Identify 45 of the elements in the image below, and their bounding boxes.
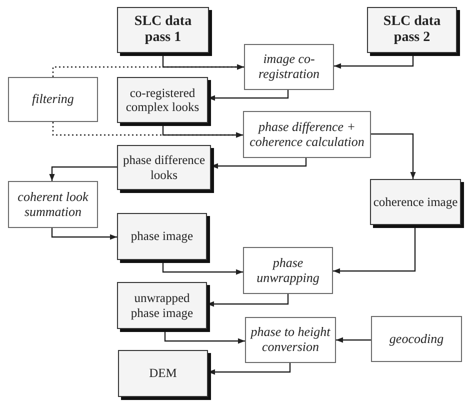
arrow (208, 90, 289, 101)
arrow (334, 53, 414, 69)
box-label: coherent look summation (16, 190, 90, 220)
data-box (117, 282, 207, 329)
dotted-arrow (52, 122, 243, 138)
arrow (51, 228, 117, 240)
box-label: SLC data pass 2 (382, 14, 442, 46)
arrow (162, 260, 243, 275)
arrow (207, 294, 289, 307)
data-box (117, 77, 208, 123)
data-box (117, 7, 209, 53)
arrow (333, 225, 416, 274)
process-box (244, 44, 334, 90)
box-label: coherence image (373, 194, 458, 210)
box-label: image co-registration (258, 52, 320, 82)
box-label: geocoding (389, 332, 444, 346)
data-box (370, 179, 461, 225)
data-box (117, 145, 211, 190)
box-label: phase to height conversion (249, 325, 332, 355)
data-box (118, 350, 208, 397)
box-label: co-registered complex looks (124, 86, 200, 114)
arrow (162, 123, 243, 138)
data-box (117, 213, 207, 260)
process-box (243, 247, 333, 294)
process-box (371, 316, 462, 362)
process-box (8, 181, 98, 228)
arrow (211, 158, 307, 169)
arrow (336, 337, 371, 343)
box-label: phase difference + coherence calculation (248, 120, 366, 150)
arrow (371, 133, 416, 179)
process-box (245, 317, 336, 363)
data-box (367, 7, 457, 53)
box-label: phase unwrapping (256, 256, 320, 286)
box-label: phase image (130, 229, 194, 244)
box-label: phase difference looks (122, 153, 206, 182)
process-box (243, 111, 371, 158)
box-label: DEM (149, 366, 177, 381)
arrow (164, 329, 245, 344)
dotted-arrow (52, 64, 244, 77)
arrow (208, 363, 291, 375)
arrow (49, 166, 117, 181)
box-label: SLC data pass 1 (133, 14, 193, 46)
box-label: unwrapped phase image (130, 291, 194, 320)
process-box (8, 77, 98, 122)
box-label: filtering (32, 92, 74, 107)
